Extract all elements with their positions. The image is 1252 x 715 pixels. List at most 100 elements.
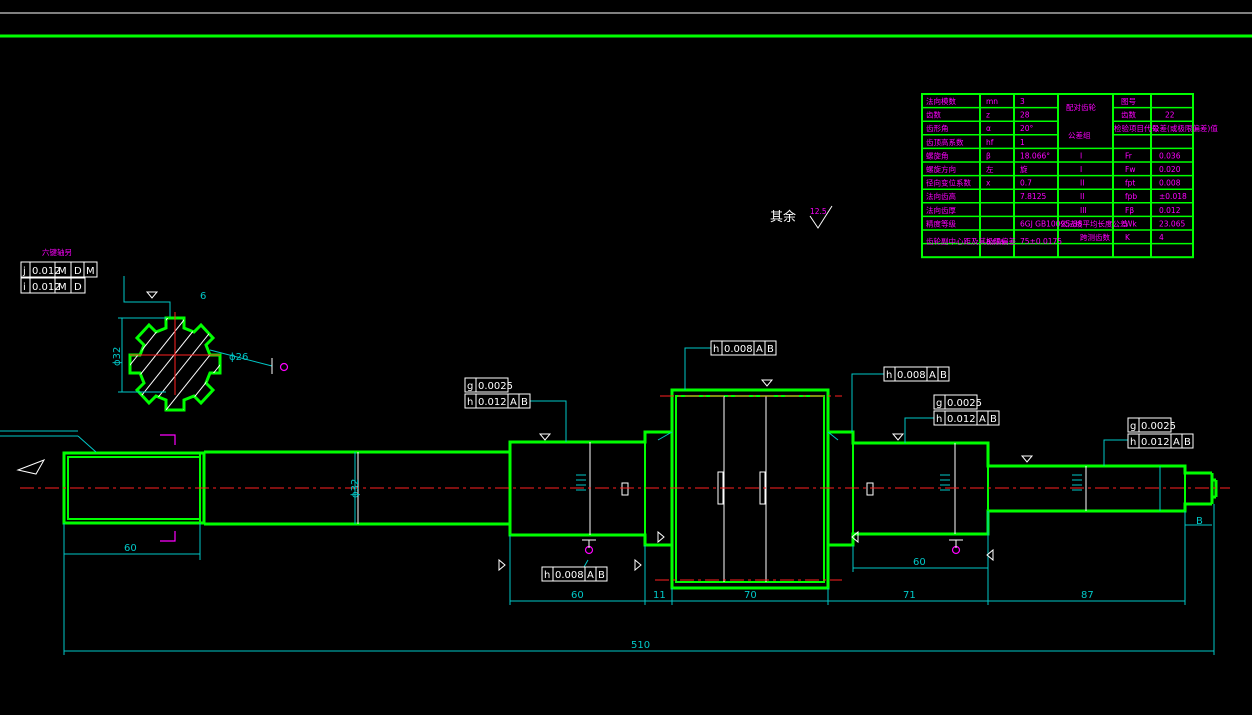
fcf-right_gear-symbol: h <box>886 370 892 381</box>
table-row-value: 28 <box>1020 111 1030 120</box>
fcf-mid_g: g 0.0025 <box>933 394 982 410</box>
table-check-item: 检验项目代号 <box>1114 123 1159 133</box>
table-teeth-label: 齿数 <box>1121 110 1137 120</box>
fcf-far_h-r2: B <box>1184 437 1191 448</box>
fcf-left_h-value: 0.012 <box>478 397 507 408</box>
table-tolerance-group: 公差组 <box>1068 130 1091 140</box>
table-group-cell: II <box>1080 192 1084 201</box>
fcf-bottom-r1: A <box>587 570 594 581</box>
surface-marks <box>16 291 1034 572</box>
table-code-cell: fpb <box>1125 192 1137 201</box>
fcf-mid_h-r1: A <box>979 414 986 425</box>
table-row-name: 齿轮副中心距及其极限偏差 <box>926 236 1016 246</box>
spline-frame2-m1: M <box>58 282 67 293</box>
table-code-cell: K <box>1125 233 1131 242</box>
dim-shaft-diameter: ϕ32 <box>350 479 361 498</box>
fcf-top_gear-r2: B <box>767 344 774 355</box>
spline-frame1-ref: D <box>74 266 82 277</box>
fcf-mid_h-value: 0.012 <box>947 414 976 425</box>
table-row-value: 18.066° <box>1020 151 1050 160</box>
table-value-cell: 4 <box>1159 233 1164 242</box>
table-value-cell: 23.065 <box>1159 219 1185 228</box>
table-row-value: 旋 <box>1020 164 1028 174</box>
table-row-name: 法向模数 <box>926 96 956 106</box>
table-row-name: 齿形角 <box>926 123 949 133</box>
dim-87: 87 <box>1081 590 1094 601</box>
fcf-mid_g-symbol: g <box>936 398 942 409</box>
fcf-bottom-r2: B <box>598 570 605 581</box>
datum-b: B <box>1196 516 1203 527</box>
dim-60-right: 60 <box>913 557 926 568</box>
table-row-name: 精度等级 <box>926 218 956 228</box>
table-row-symbol: z <box>986 111 990 120</box>
fcf-top_gear-value: 0.008 <box>724 344 753 355</box>
table-code-cell: fpt <box>1125 179 1135 188</box>
table-code-cell: Fβ <box>1125 206 1134 215</box>
fcf-mid_h-symbol: h <box>936 414 942 425</box>
table-row-name: 径向变位系数 <box>926 178 971 188</box>
table-row-value: 20° <box>1020 124 1034 133</box>
table-row-symbol: 左 <box>986 164 994 174</box>
fcf-top_gear-r1: A <box>756 344 763 355</box>
dim-60-left: 60 <box>124 543 137 554</box>
spline-dim-height: ϕ32 <box>112 347 123 366</box>
table-group-cell: 跨测齿数 <box>1080 232 1110 242</box>
dim-71: 71 <box>903 590 916 601</box>
dim-60-a: 60 <box>571 590 584 601</box>
spline-roughness: 6 <box>200 291 206 302</box>
shaft-outline <box>62 388 1218 590</box>
table-row-symbol: x <box>986 179 991 188</box>
spline-frame1-symbol: j <box>22 266 26 277</box>
spline-dim-diameter: ϕ26 <box>229 352 248 363</box>
fcf-right_gear-r2: B <box>940 370 947 381</box>
table-common-normal: 公法线平均长度公差 <box>1060 218 1128 228</box>
fcf-left_h-r2: B <box>521 397 528 408</box>
tick-marks <box>576 474 1082 491</box>
spline-frame2-value: 0.012 <box>32 282 61 293</box>
fcf-mid_g-value: 0.0025 <box>947 398 982 409</box>
roughness-symbol-icon <box>809 205 833 229</box>
table-group-cell: I <box>1080 151 1082 160</box>
fcf-far_h-r1: A <box>1173 437 1180 448</box>
fcf-far_h-value: 0.012 <box>1141 437 1170 448</box>
table-group-cell: I <box>1080 165 1082 174</box>
table-row-symbol: hf <box>986 138 994 147</box>
table-row-symbol: α <box>986 124 991 133</box>
table-row-symbol: mn <box>986 97 998 106</box>
table-row-name: 螺旋角 <box>926 150 949 160</box>
table-row-value: 0.7 <box>1020 179 1032 188</box>
roughness-note-value: 12.5 <box>810 207 827 216</box>
table-row-name: 螺旋方向 <box>926 164 956 174</box>
table-value-cell: 0.036 <box>1159 151 1181 160</box>
fcf-left_h-symbol: h <box>467 397 473 408</box>
table-value-cell: 0.020 <box>1159 165 1181 174</box>
table-value-cell: ±0.018 <box>1159 192 1187 201</box>
table-row-value: 1 <box>1020 138 1025 147</box>
fcf-left_h-r1: A <box>510 397 517 408</box>
table-value-cell: 0.008 <box>1159 179 1181 188</box>
table-row-name: 法向齿厚 <box>926 205 956 215</box>
fcf-bottom-symbol: h <box>544 570 550 581</box>
table-drawing-no: 图号 <box>1121 97 1136 106</box>
fcf-left_g-value: 0.0025 <box>478 381 513 392</box>
table-teeth-value: 22 <box>1165 111 1175 120</box>
table-row-value: 3 <box>1020 97 1025 106</box>
dim-70: 70 <box>744 590 757 601</box>
fcf-mid_h-r2: B <box>990 414 997 425</box>
spline-frame1-m1: M <box>58 266 67 277</box>
dim-11: 11 <box>653 590 666 601</box>
spline-section: 六键轴另 j 0.012 M D M i 0.012 M D <box>20 247 273 412</box>
table-row-name: 齿数 <box>926 110 941 120</box>
fcf-bottom-value: 0.008 <box>555 570 584 581</box>
table-row-value: 75±0.0175 <box>1020 237 1062 246</box>
table-row-name: 齿顶高系数 <box>926 137 964 147</box>
